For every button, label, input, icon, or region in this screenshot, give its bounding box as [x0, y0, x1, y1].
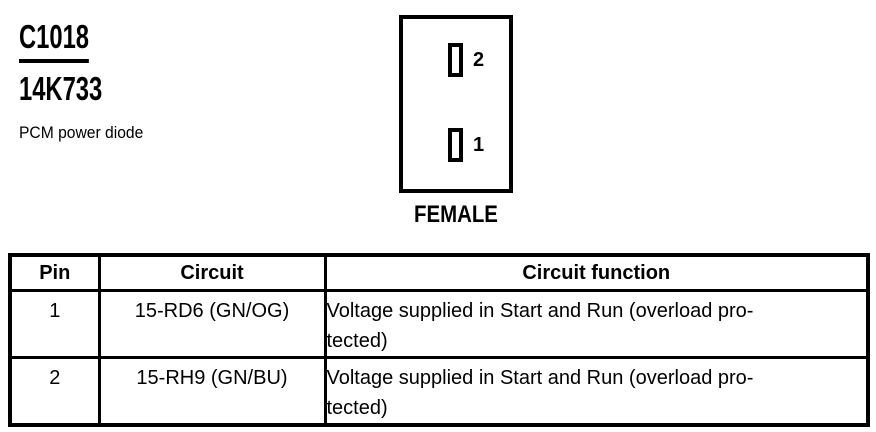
pin-cavity-2: [448, 43, 463, 77]
column-header-pin: Pin: [8, 253, 101, 292]
pin-number-cell: 1: [8, 289, 101, 359]
table-header-row: Pin Circuit Circuit function: [8, 253, 870, 292]
circuit-function-cell: Voltage supplied in Start and Run (overl…: [323, 289, 870, 359]
connector-description: PCM power diode: [19, 123, 144, 142]
pin-1-label: 1: [473, 134, 485, 156]
connector-gender-label: FEMALE: [414, 201, 498, 228]
table-row: 1 15-RD6 (GN/OG) Voltage supplied in Sta…: [8, 289, 870, 359]
pin-number-cell: 2: [8, 356, 101, 427]
pin-cavity-1: [448, 128, 463, 162]
column-header-circuit: Circuit: [97, 253, 327, 292]
pinout-table: Pin Circuit Circuit function 1 15-RD6 (G…: [8, 253, 870, 427]
part-number-heading: 14K733: [19, 70, 103, 107]
circuit-function-cell: Voltage supplied in Start and Run (overl…: [323, 356, 870, 427]
connector-face-diagram: 2 1: [399, 15, 513, 193]
table-row: 2 15-RH9 (GN/BU) Voltage supplied in Sta…: [8, 356, 870, 427]
circuit-cell: 15-RH9 (GN/BU): [97, 356, 327, 427]
column-header-circuit-function: Circuit function: [323, 253, 870, 292]
connector-id-heading: C1018: [19, 20, 90, 63]
circuit-cell: 15-RD6 (GN/OG): [97, 289, 327, 359]
pin-2-label: 2: [473, 49, 485, 71]
